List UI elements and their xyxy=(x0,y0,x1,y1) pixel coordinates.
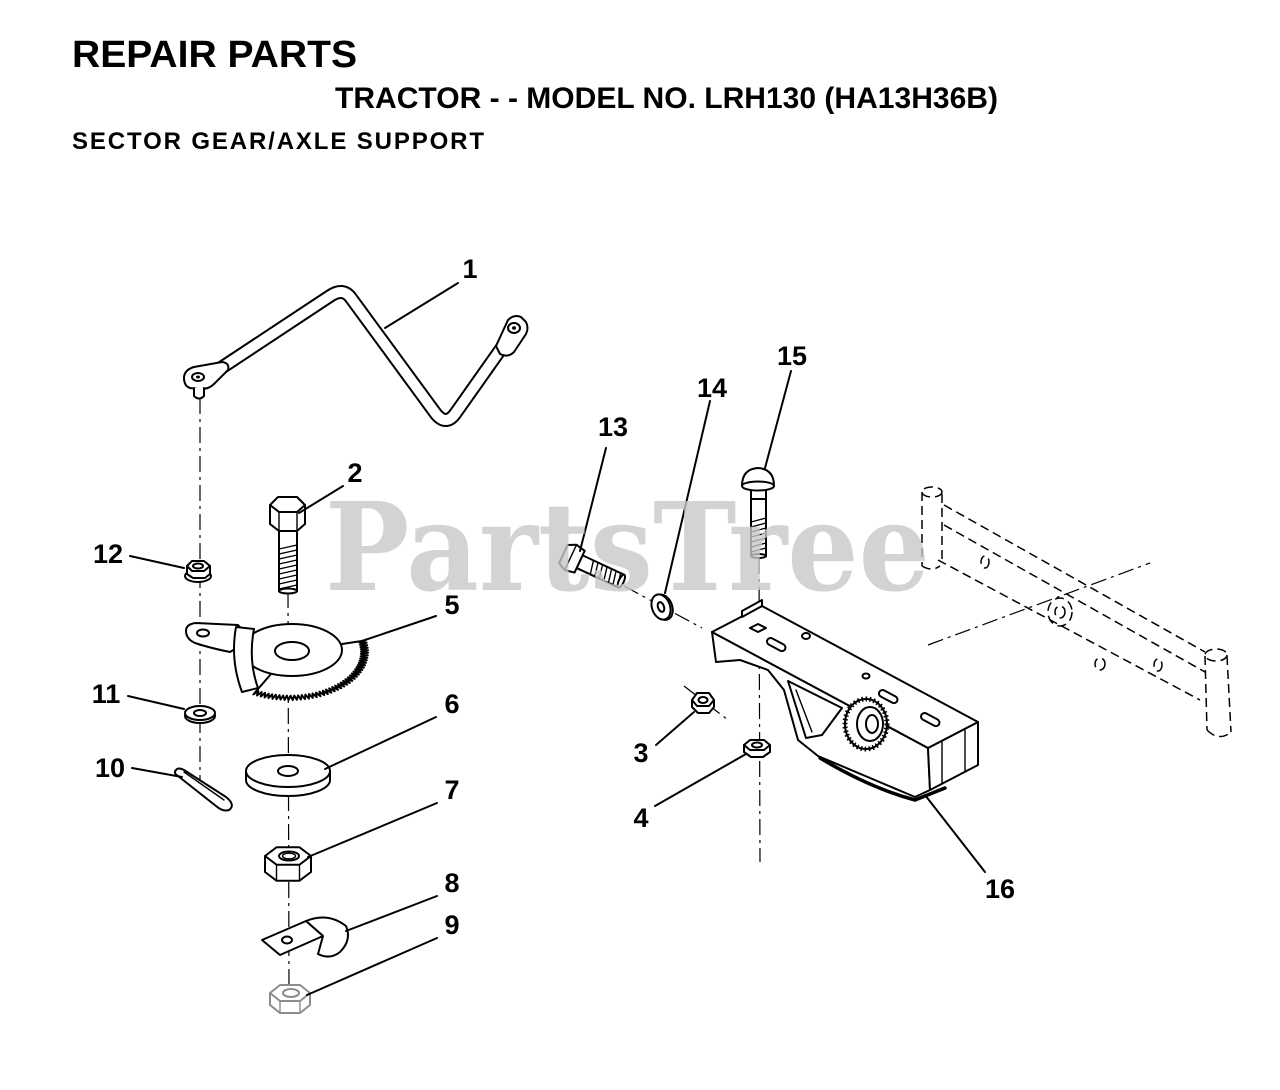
leader-15 xyxy=(764,370,792,469)
leader-9 xyxy=(306,937,438,996)
page-title: REPAIR PARTS xyxy=(72,34,357,76)
part-1-drawing xyxy=(183,285,529,427)
callout-16: 16 xyxy=(985,874,1015,904)
callout-8: 8 xyxy=(444,868,459,898)
callout-6: 6 xyxy=(444,689,459,719)
leader-14 xyxy=(664,400,711,594)
section-title: SECTOR GEAR/AXLE SUPPORT xyxy=(72,128,484,155)
leader-5 xyxy=(361,615,437,642)
centerline-nut-3 xyxy=(683,685,729,721)
part-3-nut xyxy=(691,692,715,714)
part-8-clip xyxy=(261,916,349,958)
part-13-bolt xyxy=(558,543,627,589)
part-12-nut xyxy=(184,560,212,583)
callout-4: 4 xyxy=(633,803,648,833)
callout-1: 1 xyxy=(462,254,477,284)
header: REPAIR PARTS TRACTOR - - MODEL NO. LRH13… xyxy=(72,34,998,155)
part-4-nut xyxy=(743,739,771,758)
part-14-washer xyxy=(650,593,674,621)
part-7-nut xyxy=(264,846,312,882)
callout-numbers: 1 2 3 4 5 6 7 8 9 10 11 12 13 14 15 16 xyxy=(92,254,1015,940)
leader-8 xyxy=(345,895,438,932)
callout-14: 14 xyxy=(697,373,727,403)
part-9-nut xyxy=(269,984,311,1014)
part-6-washer xyxy=(245,754,331,797)
part-15-carriage-bolt xyxy=(741,467,775,559)
callout-13: 13 xyxy=(598,412,628,442)
part-10-cotter-pin xyxy=(173,767,233,812)
part-16-bracket xyxy=(711,599,979,802)
callout-11: 11 xyxy=(92,679,121,709)
callout-10: 10 xyxy=(95,753,125,783)
leader-1 xyxy=(384,282,459,329)
leader-4 xyxy=(654,753,747,807)
leader-7 xyxy=(307,802,438,858)
leader-2 xyxy=(298,485,344,514)
part-11-washer xyxy=(184,705,216,724)
leader-12 xyxy=(129,555,185,569)
leader-11 xyxy=(127,695,185,710)
leader-13 xyxy=(579,447,607,552)
callout-2: 2 xyxy=(347,458,362,488)
callout-9: 9 xyxy=(444,910,459,940)
callout-3: 3 xyxy=(633,738,648,768)
leader-6 xyxy=(324,716,437,770)
callout-7: 7 xyxy=(444,775,459,805)
part-2-bolt xyxy=(269,496,306,595)
phantom-axle xyxy=(921,486,1232,738)
model-line: TRACTOR - - MODEL NO. LRH130 (HA13H36B) xyxy=(335,82,998,115)
leader-10 xyxy=(131,767,183,778)
part-5-sector-gear xyxy=(185,622,369,701)
leader-16 xyxy=(924,794,986,873)
callout-15: 15 xyxy=(777,341,807,371)
callout-12: 12 xyxy=(93,539,123,569)
watermark: PartsTree xyxy=(325,475,930,619)
leader-lines xyxy=(127,282,986,996)
centerline-axle-pivot xyxy=(927,562,1151,646)
callout-5: 5 xyxy=(444,590,459,620)
leader-3 xyxy=(655,711,695,746)
